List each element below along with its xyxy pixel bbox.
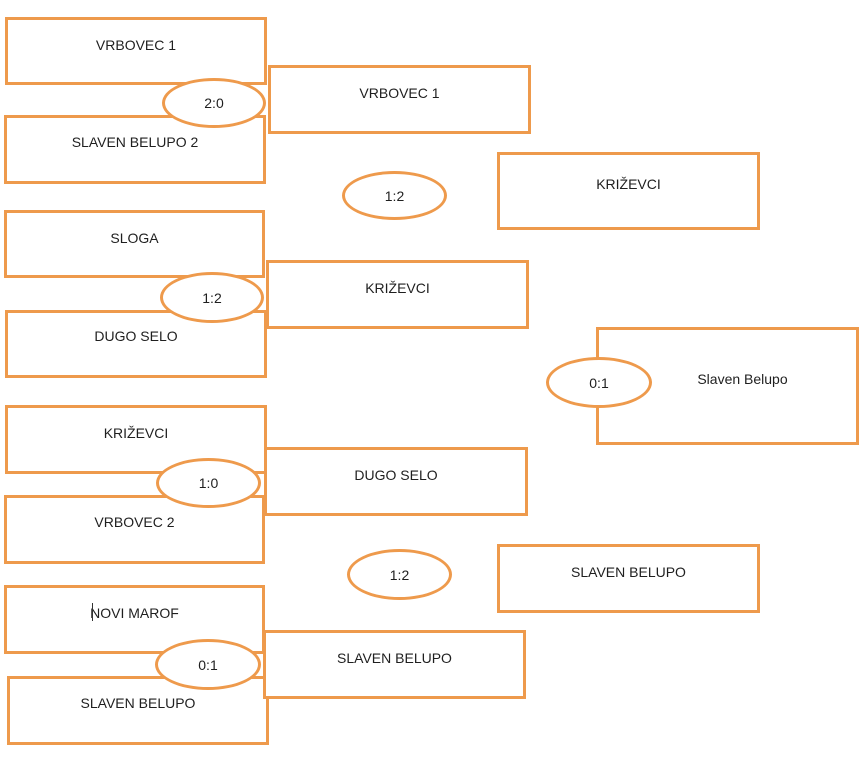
r1-team-label-7: NOVI MAROF <box>90 605 179 621</box>
r2-score-oval-2: 1:2 <box>347 549 452 600</box>
r3-team-box-1: KRIŽEVCI <box>497 152 760 230</box>
r2-team-label-2: KRIŽEVCI <box>365 280 430 296</box>
r1-score-oval-1: 2:0 <box>162 78 266 128</box>
r1-team-label-3: SLOGA <box>110 230 159 246</box>
r1-score-oval-4: 0:1 <box>155 639 261 690</box>
r1-team-box-1: VRBOVEC 1 <box>5 17 267 85</box>
r2-team-box-4: SLAVEN BELUPO <box>263 630 526 699</box>
r2-team-label-3: DUGO SELO <box>354 467 438 483</box>
r2-score-oval-1: 1:2 <box>342 171 447 220</box>
r1-team-label-4: DUGO SELO <box>94 328 178 344</box>
r1-score-oval-3: 1:0 <box>156 458 261 508</box>
r2-team-label-4: SLAVEN BELUPO <box>337 650 452 666</box>
r3-team-box-2: SLAVEN BELUPO <box>497 544 760 613</box>
winner-label: Slaven Belupo <box>697 371 788 387</box>
r3-score-oval-1: 0:1 <box>546 357 652 408</box>
r2-team-box-3: DUGO SELO <box>264 447 528 516</box>
r1-team-label-2: SLAVEN BELUPO 2 <box>71 134 199 150</box>
r1-team-box-3: SLOGA <box>4 210 265 278</box>
r3-team-label-1: KRIŽEVCI <box>596 176 661 192</box>
r2-team-box-2: KRIŽEVCI <box>266 260 529 329</box>
r1-team-label-8: SLAVEN BELUPO <box>80 695 196 711</box>
r3-team-label-2: SLAVEN BELUPO <box>571 564 686 580</box>
r2-team-box-1: VRBOVEC 1 <box>268 65 531 134</box>
text-cursor <box>92 603 93 621</box>
r1-team-label-1: VRBOVEC 1 <box>95 37 177 53</box>
r1-team-label-5: KRIŽEVCI <box>103 425 169 441</box>
r1-score-oval-2: 1:2 <box>160 272 264 323</box>
r2-team-label-1: VRBOVEC 1 <box>359 85 440 101</box>
r1-team-box-4: DUGO SELO <box>5 310 267 378</box>
r1-team-label-6: VRBOVEC 2 <box>94 514 175 530</box>
